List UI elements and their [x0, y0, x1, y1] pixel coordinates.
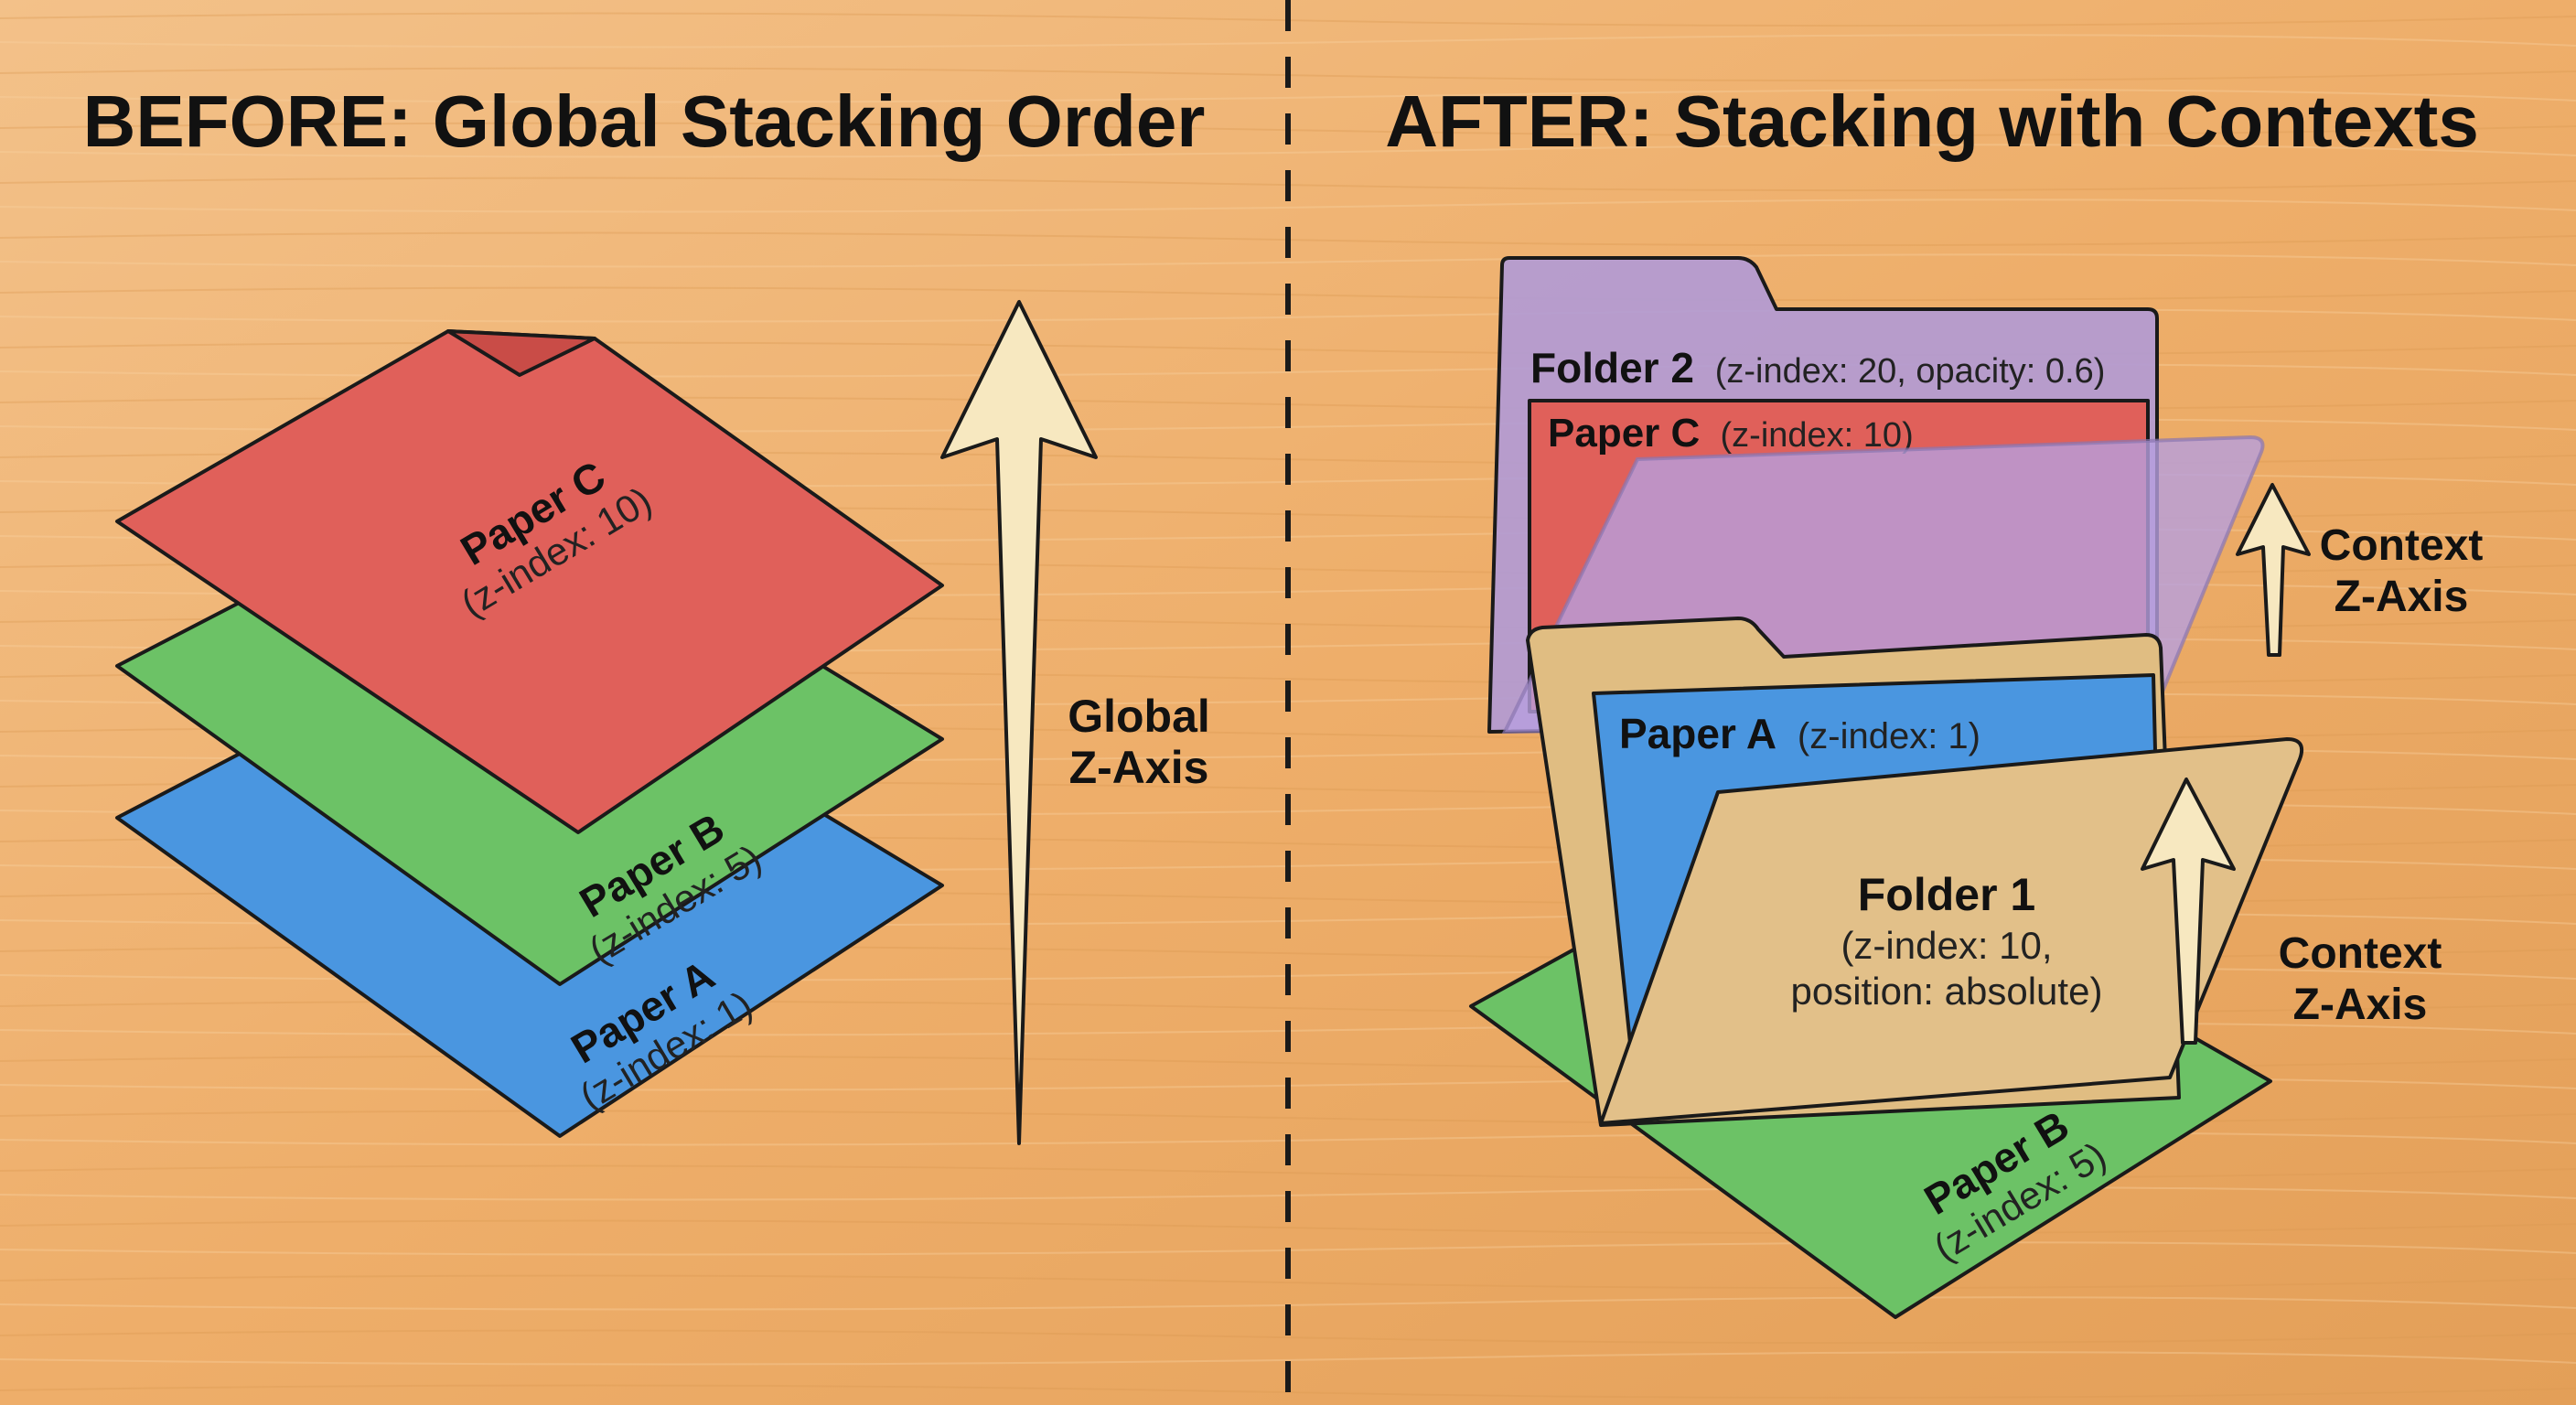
folder-1-detail-line2: position: absolute) — [1791, 970, 2103, 1013]
after-paper-a-label: Paper A (z-index: 1) — [1619, 710, 1980, 757]
context-axis-top-line2: Z-Axis — [2334, 573, 2469, 621]
before-paper-c-folded-corner — [446, 329, 596, 377]
after-paper-c-label: Paper C (z-index: 10) — [1548, 411, 1914, 456]
folder-2-context-arrow-icon — [2236, 483, 2311, 657]
global-z-axis-arrow-icon — [940, 300, 1098, 1145]
context-axis-top-line1: Context — [2320, 521, 2484, 570]
before-title: BEFORE: Global Stacking Order — [83, 80, 1206, 162]
before-paper-c: Paper C (z-index: 10) — [115, 329, 944, 834]
before-paper-c-sheet — [115, 329, 944, 834]
after-panel: Paper B (z-index: 5) Folder 2 (z-index: … — [1469, 256, 2484, 1319]
context-axis-bottom-line1: Context — [2279, 929, 2442, 978]
folder-1: Paper A (z-index: 1) Folder 1 (z-index: … — [1526, 617, 2304, 1127]
folder-1-front-flap — [1599, 737, 2304, 1125]
after-title: AFTER: Stacking with Contexts — [1385, 80, 2479, 162]
before-panel: Paper A (z-index: 1) Paper B (z-index: 5… — [115, 300, 1210, 1145]
context-axis-bottom-line2: Z-Axis — [2293, 981, 2428, 1029]
folder-1-name: Folder 1 — [1858, 869, 2035, 920]
folder-1-context-arrow-icon — [2141, 778, 2236, 1045]
global-axis-label-line1: Global — [1068, 691, 1210, 742]
folder-2-label: Folder 2 (z-index: 20, opacity: 0.6) — [1530, 344, 2105, 391]
global-axis-label-line2: Z-Axis — [1069, 742, 1209, 793]
folder-1-detail-line1: (z-index: 10, — [1841, 924, 2052, 967]
